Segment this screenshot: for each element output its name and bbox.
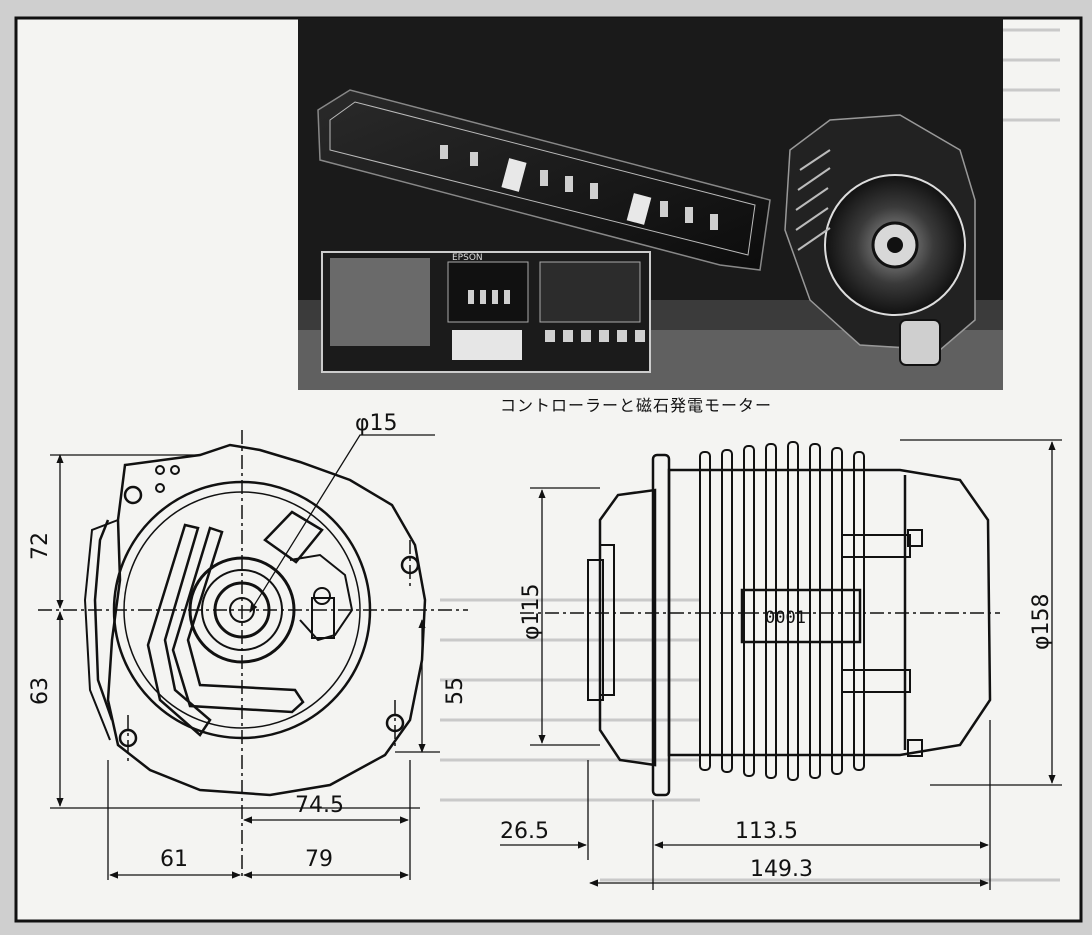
dim-body-length: 113.5 [735,819,798,844]
coolant-tube-left [146,523,212,737]
product-photo: EPSON [298,18,1003,390]
front-dimension-lines [50,434,440,880]
mounting-plate [598,488,657,767]
cooling-fin [721,449,733,773]
dim-overall-diameter: φ158 [1029,593,1054,650]
small-hole-2 [170,465,180,475]
cooling-fin [787,441,799,781]
dim-width-c: 79 [305,847,333,872]
front-centerlines [38,430,468,880]
front-housing-outline [106,443,427,797]
mount-hole-top-left [123,485,143,505]
dim-bottom-height: 63 [28,677,53,705]
controller-board: EPSON [321,251,651,373]
cooling-fin [831,447,843,775]
long-circuit-board [317,89,771,271]
counter-window [740,588,862,644]
board-marking: EPSON [452,253,483,263]
dim-width-a: 74.5 [295,793,344,818]
connector-block [311,597,335,639]
coolant-tube-right [171,526,305,714]
front-housing-flange [83,519,119,741]
photo-caption: コントローラーと磁石発電モーター [500,396,772,415]
bottom-bracket [841,669,911,693]
dim-shaft-length: 26.5 [500,819,549,844]
side-view [587,441,992,797]
dim-hole-diameter: φ15 [355,411,398,436]
motor-body [667,468,992,757]
shaft-collar [599,544,615,696]
dim-inner-height: 55 [443,677,468,705]
small-hole-3 [155,483,165,493]
cooling-fin [765,443,777,779]
dim-body-diameter: φ115 [519,583,544,640]
small-hole-1 [155,465,165,475]
side-dimension-lines [500,439,1062,890]
bottom-bolt [907,739,923,757]
front-housing-lip [93,519,114,721]
cooling-fin [809,443,821,779]
magnet-generator-motor [784,114,976,366]
connector-cap [313,587,331,605]
cooling-fin [699,451,711,771]
dim-top-height: 72 [28,532,53,560]
dim-overall-length: 149.3 [750,857,813,882]
dim-width-b: 61 [160,847,188,872]
shaft-stub [587,559,604,701]
counter-readout: 0001 [765,608,806,628]
top-bolt [907,529,923,547]
cooling-fin [743,445,755,777]
cooling-fin [853,451,865,771]
